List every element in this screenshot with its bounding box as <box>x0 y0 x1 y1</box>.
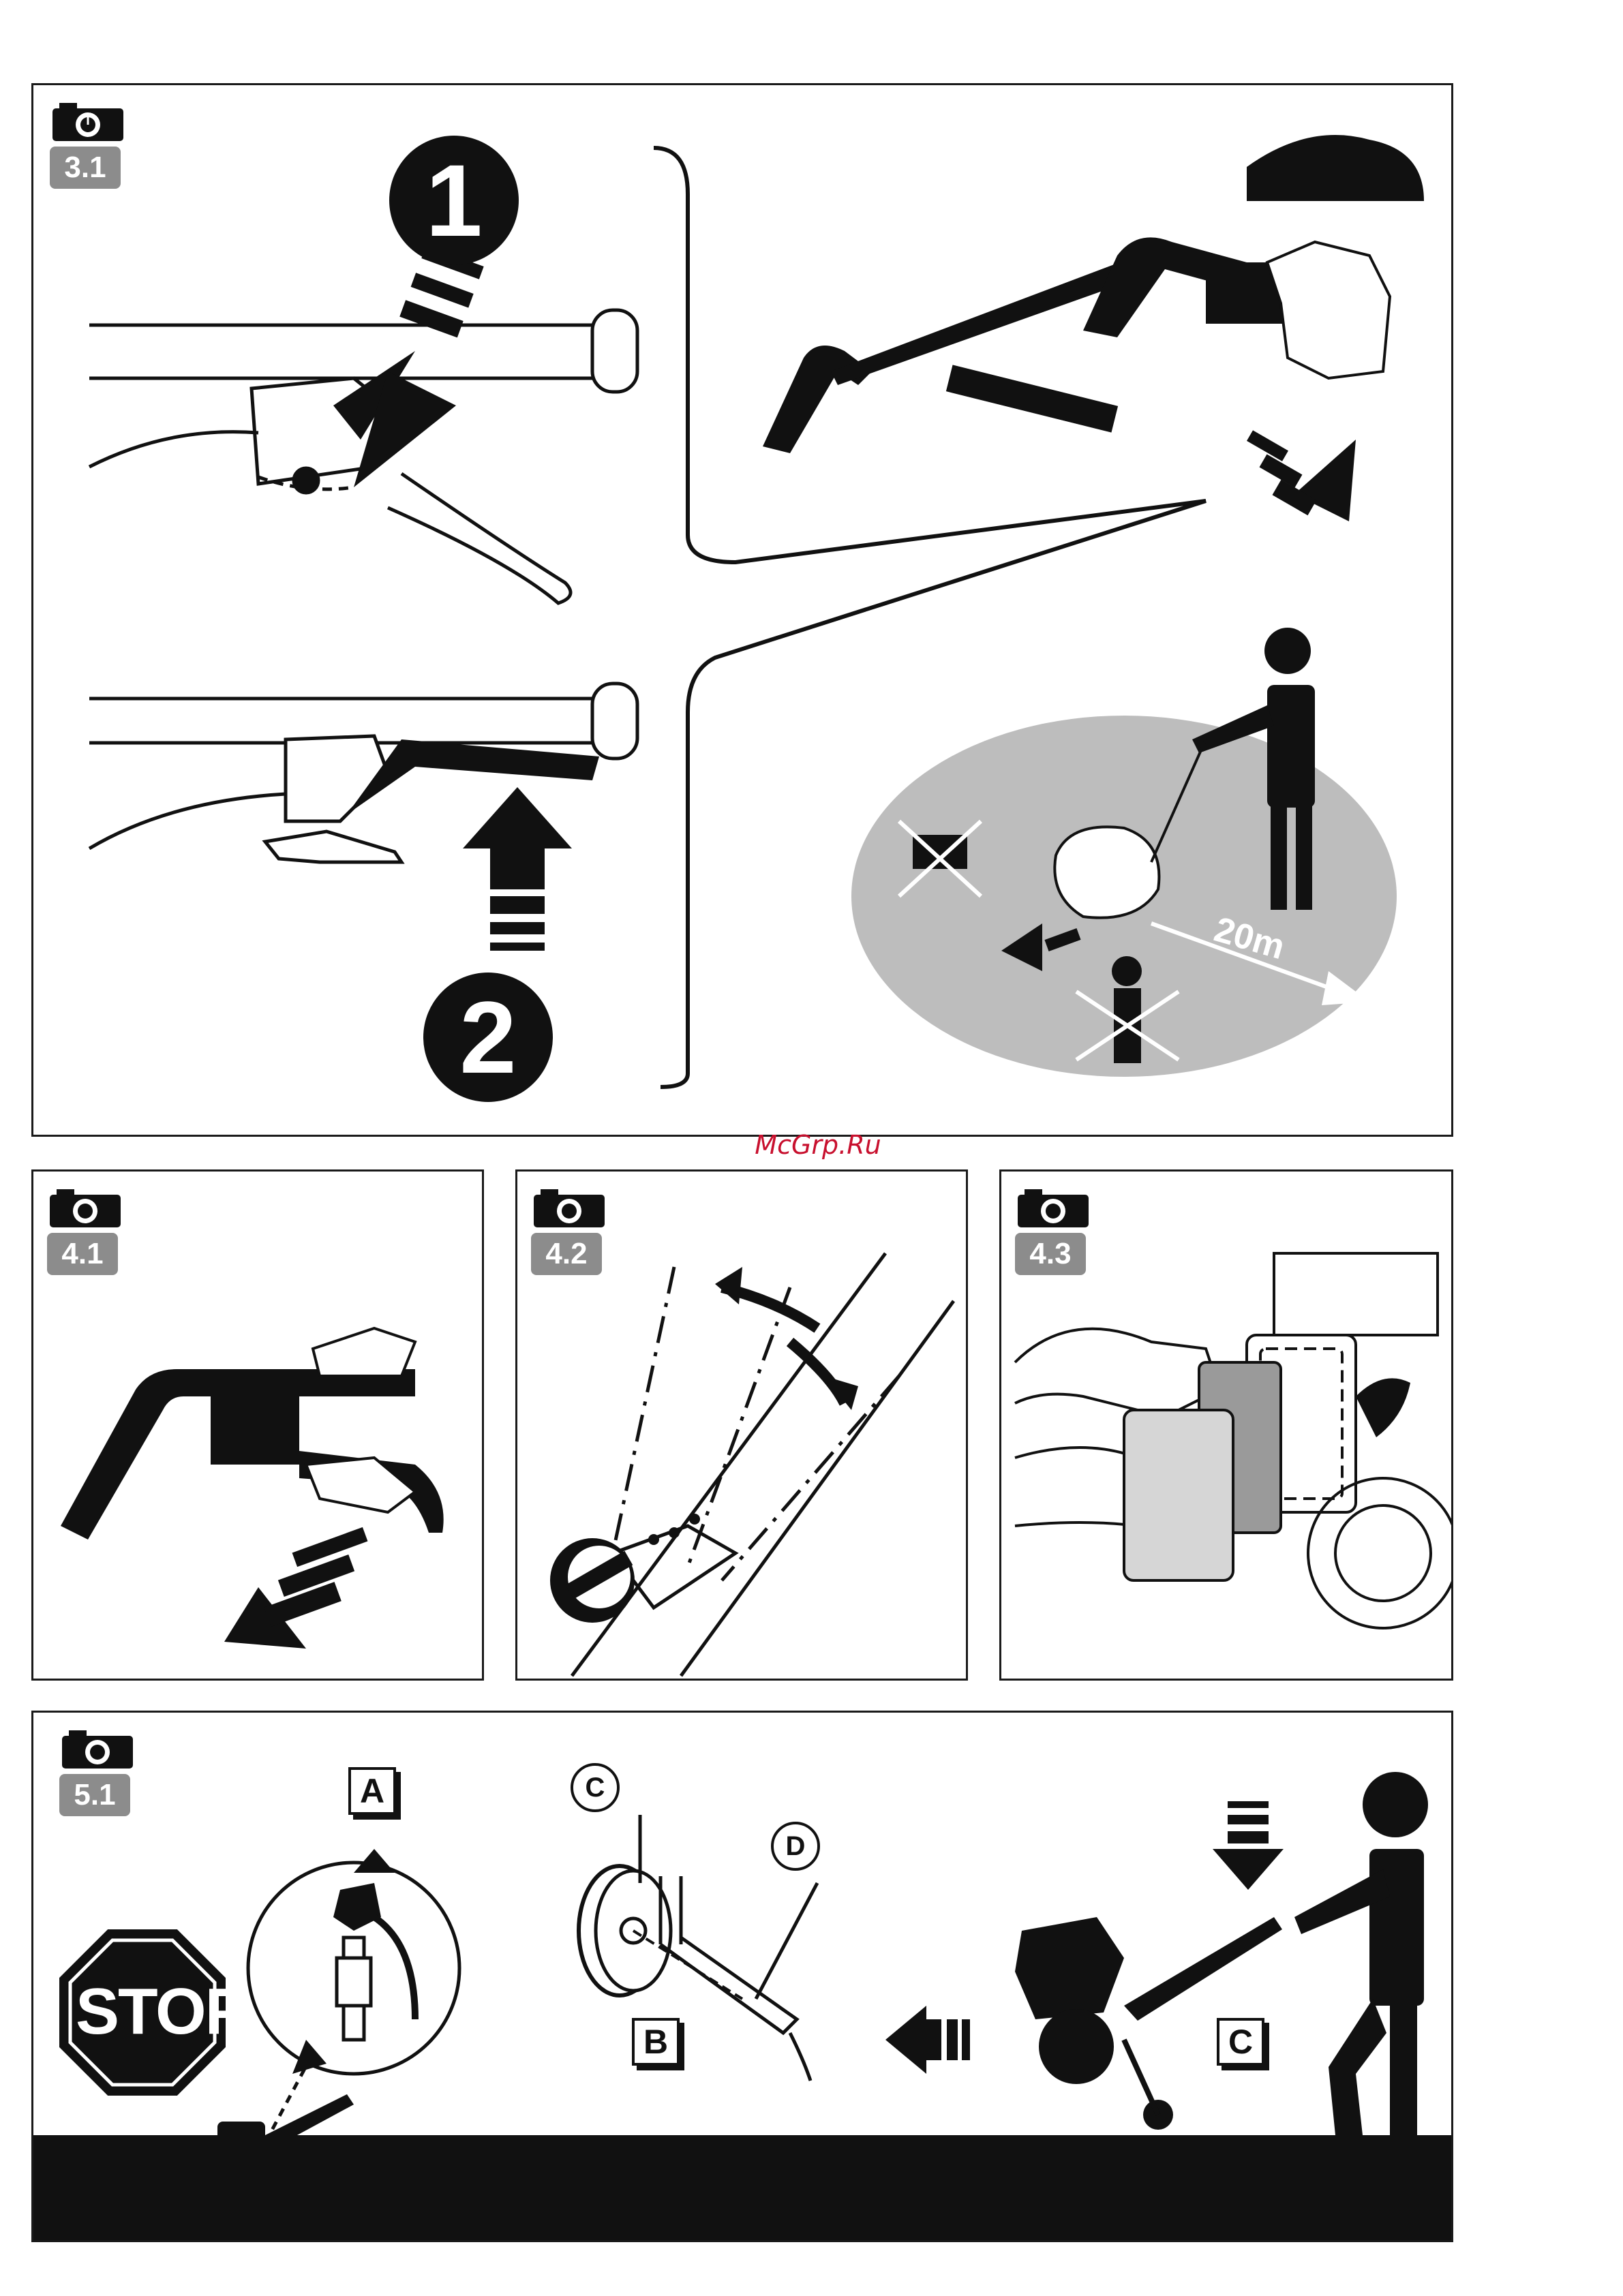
label-b: B <box>632 2018 680 2066</box>
lever-release-illustration <box>33 1172 484 1681</box>
panel-4-2: 4.2 <box>515 1169 968 1681</box>
down-left-arrow <box>224 1527 367 1649</box>
tiller-outline <box>1055 827 1159 917</box>
operator-figure <box>1294 1772 1428 2135</box>
panel-3-1: 3.1 <box>31 83 1453 1137</box>
label-c-circle: C <box>571 1763 620 1812</box>
panel-4-1: 4.1 <box>31 1169 484 1681</box>
handlebar-drawing <box>763 237 1301 453</box>
up-arrow-2 <box>463 787 572 951</box>
handle-height-illustration <box>517 1172 968 1681</box>
down-arrow <box>1213 1801 1284 1890</box>
filter-cover <box>1124 1410 1233 1580</box>
label-a: A <box>348 1767 396 1815</box>
left-arrow <box>885 2006 970 2074</box>
label-d-circle: D <box>771 1822 820 1871</box>
tines-pictogram <box>1247 135 1424 201</box>
ground-band <box>33 2135 1453 2242</box>
up-right-arrow <box>1247 430 1356 521</box>
stop-label: STOP <box>76 1974 212 2049</box>
step-1-marker: 1 <box>389 136 519 265</box>
hand-outline <box>1267 242 1390 378</box>
label-c: C <box>1217 2018 1264 2066</box>
air-filter-illustration <box>1001 1172 1453 1681</box>
pressed-lever-fill <box>347 739 599 814</box>
watermark: McGrp.Ru <box>743 1130 893 1160</box>
panel-5-1: 5.1 <box>31 1711 1453 2242</box>
step-2-marker: 2 <box>423 973 553 1102</box>
panel-4-3: 4.3 <box>999 1169 1453 1681</box>
knob-icon <box>550 1538 635 1623</box>
handle-lever-illustration <box>33 85 1453 1137</box>
